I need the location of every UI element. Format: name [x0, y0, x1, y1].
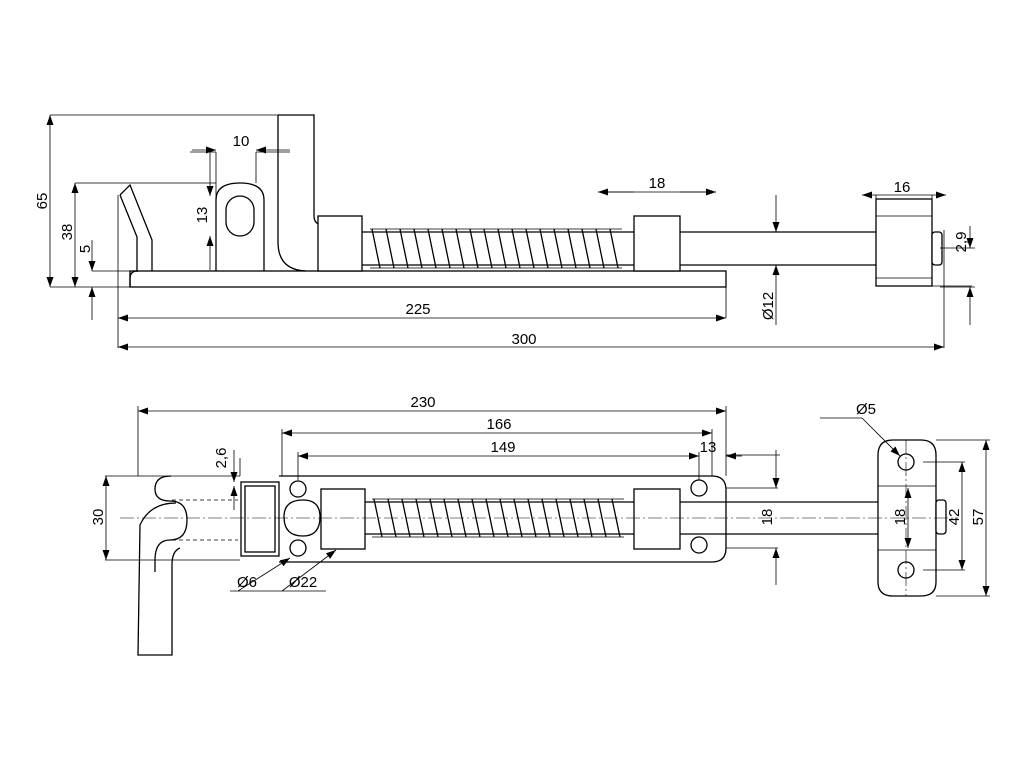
- dim-label-166: 166: [486, 416, 511, 433]
- dim-label-225: 225: [405, 301, 430, 318]
- dim-label-d22: Ø22: [289, 574, 317, 591]
- dim-label-2-6: 2,6: [213, 448, 230, 469]
- guide-block-right: [633, 215, 681, 272]
- dim-label-13-top: 13: [700, 439, 717, 456]
- side-view: 65 38 5 10 13 18 16 2,9 Ø12 225 300: [34, 114, 975, 351]
- dim-label-d5: Ø5: [856, 401, 876, 418]
- dim-label-13: 13: [194, 207, 211, 224]
- base-plate-plan: [279, 475, 727, 563]
- dim-label-18-rod: 18: [759, 509, 776, 526]
- eye-plate: [215, 182, 265, 271]
- end-knob: [875, 198, 933, 287]
- dim-label-38: 38: [59, 224, 76, 241]
- dim-label-d6: Ø6: [237, 574, 257, 591]
- dim-label-5: 5: [77, 245, 94, 253]
- dim-label-300: 300: [511, 331, 536, 348]
- dim-label-30: 30: [90, 509, 107, 526]
- dim-label-57: 57: [970, 509, 987, 526]
- mount-hole-2: [289, 539, 307, 557]
- l-handle: [277, 114, 325, 272]
- guide-block-left: [317, 215, 363, 272]
- mount-hole-3: [690, 479, 708, 497]
- dim-label-18-keeper: 18: [892, 509, 909, 526]
- top-view: 230 166 149 13 2,6 30 18 18 42 57 Ø5 Ø6 …: [90, 394, 990, 656]
- mount-hole-4: [690, 536, 708, 554]
- dim-label-10: 10: [233, 133, 250, 150]
- slot-hole: [225, 195, 255, 237]
- dim-label-149: 149: [490, 439, 515, 456]
- dim-label-16: 16: [894, 179, 911, 196]
- mount-hole-1: [289, 480, 307, 498]
- spring-side: [370, 228, 622, 269]
- bolt-rod: [362, 231, 876, 266]
- end-pin: [931, 231, 943, 266]
- dim-label-65: 65: [34, 193, 51, 210]
- dim-label-18: 18: [649, 175, 666, 192]
- dim-label-d12: Ø12: [760, 292, 777, 320]
- dim-label-230: 230: [410, 394, 435, 411]
- dim-label-42: 42: [946, 509, 963, 526]
- bolt-end-circle: [283, 499, 321, 537]
- hook-plan: [137, 475, 188, 656]
- dim-label-2-9: 2,9: [953, 232, 970, 253]
- guide-plan-left: [320, 488, 366, 550]
- base-plate: [129, 270, 727, 288]
- base-hook: [119, 183, 153, 287]
- guide-plan-right: [633, 488, 681, 550]
